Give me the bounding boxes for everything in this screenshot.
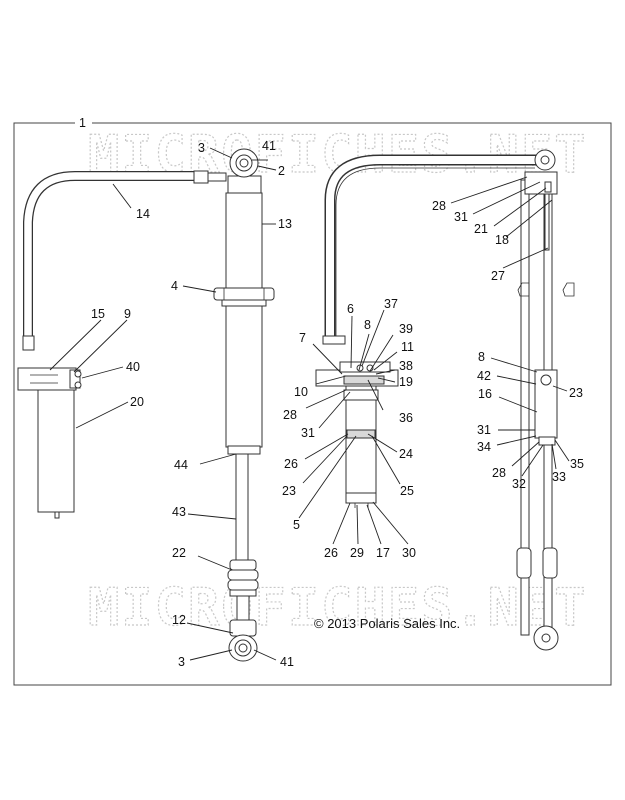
- callout: 9: [124, 307, 131, 321]
- callout: 20: [130, 395, 144, 409]
- callout: 26: [284, 457, 298, 471]
- callout: 21: [474, 222, 488, 236]
- callout: 22: [172, 546, 186, 560]
- callout: 41: [280, 655, 294, 669]
- callout: 37: [384, 297, 398, 311]
- callout: 43: [172, 505, 186, 519]
- callout: 31: [301, 426, 315, 440]
- callout: 31: [454, 210, 468, 224]
- callout: 10: [294, 385, 308, 399]
- callout: 28: [432, 199, 446, 213]
- callout: 24: [399, 447, 413, 461]
- callout: 25: [400, 484, 414, 498]
- callout: 19: [399, 375, 413, 389]
- callout: 33: [552, 470, 566, 484]
- callout: 34: [477, 440, 491, 454]
- callout: 42: [477, 369, 491, 383]
- callout: 29: [350, 546, 364, 560]
- callout: 31: [477, 423, 491, 437]
- callout: 32: [512, 477, 526, 491]
- frame-label: 1: [79, 116, 86, 130]
- callout: 2: [278, 164, 285, 178]
- callout: 18: [495, 233, 509, 247]
- callout: 17: [376, 546, 390, 560]
- callout: 5: [293, 518, 300, 532]
- callout: 28: [492, 466, 506, 480]
- callout: 35: [570, 457, 584, 471]
- reservoir-hose: [23, 171, 201, 343]
- callout: 40: [126, 360, 140, 374]
- callout: 36: [399, 411, 413, 425]
- leader-lines: [49, 147, 570, 661]
- callout: 6: [347, 302, 354, 316]
- shock-body: [225, 192, 263, 448]
- reservoir-clamp: [17, 367, 77, 391]
- callout: 23: [282, 484, 296, 498]
- reservoir-assembly: [17, 170, 227, 519]
- callout: 3: [178, 655, 185, 669]
- callout: 7: [299, 331, 306, 345]
- preload-collar: [213, 287, 275, 301]
- callout: 38: [399, 359, 413, 373]
- copyright-text: © 2013 Polaris Sales Inc.: [314, 616, 460, 631]
- callout: 4: [171, 279, 178, 293]
- callout: 13: [278, 217, 292, 231]
- callout: 41: [262, 139, 276, 153]
- callout: 8: [478, 350, 485, 364]
- linkage-assembly: [516, 149, 575, 651]
- cutaway-assembly: [315, 154, 540, 508]
- callout: 44: [174, 458, 188, 472]
- callout: 30: [402, 546, 416, 560]
- watermark-bottom: MICROFICHES.NET: [88, 578, 588, 638]
- shock-shaft: [235, 453, 249, 565]
- callout: 28: [283, 408, 297, 422]
- callout: 3: [198, 141, 205, 155]
- callout: 8: [364, 318, 371, 332]
- bump-stop: [229, 559, 257, 571]
- callout: 11: [401, 340, 414, 354]
- callout: 23: [569, 386, 583, 400]
- cutaway-cylinder: [345, 385, 377, 499]
- callout-labels: 3 41 2 13 14 4 15 9 40 20 44 43 22 12 3 …: [91, 139, 584, 669]
- callout: 16: [478, 387, 492, 401]
- callout: 15: [91, 307, 105, 321]
- shock-assembly: [213, 148, 275, 662]
- callout: 39: [399, 322, 413, 336]
- callout: 14: [136, 207, 150, 221]
- callout: 27: [491, 269, 505, 283]
- callout: 26: [324, 546, 338, 560]
- diagram-frame: 1: [13, 116, 612, 686]
- reservoir-body: [37, 389, 75, 513]
- callout: 12: [172, 613, 186, 627]
